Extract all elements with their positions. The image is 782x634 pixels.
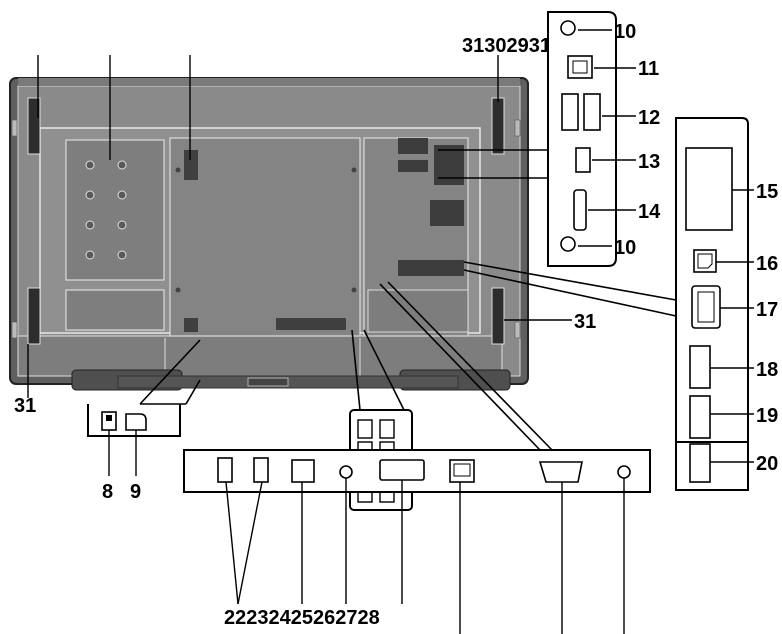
label-10-bottom: 10 bbox=[614, 237, 636, 259]
side-connector-panel bbox=[547, 11, 617, 267]
right-back-panel bbox=[363, 137, 469, 337]
label-31-right: 31 bbox=[574, 311, 596, 333]
top-leader-lines bbox=[37, 55, 499, 160]
label-16: 16 bbox=[756, 253, 778, 275]
label-13: 13 bbox=[638, 151, 660, 173]
label-14: 14 bbox=[638, 201, 661, 223]
label-18: 18 bbox=[756, 359, 778, 381]
label-12: 12 bbox=[638, 107, 660, 129]
label-8: 8 bbox=[102, 481, 113, 503]
label-11: 11 bbox=[638, 58, 659, 80]
label-31-left: 31 bbox=[14, 395, 36, 417]
label-22232425262728: 22232425262728 bbox=[224, 607, 380, 629]
label-20: 20 bbox=[756, 453, 778, 475]
vesa-mount-panel bbox=[65, 139, 165, 331]
label-17: 17 bbox=[756, 299, 778, 321]
label-19: 19 bbox=[756, 405, 778, 427]
label-10-top: 10 bbox=[614, 21, 636, 43]
right-connector-panel bbox=[675, 117, 749, 443]
center-back-panel bbox=[169, 137, 361, 337]
label-15: 15 bbox=[756, 181, 778, 203]
power-panel bbox=[87, 339, 201, 437]
label-9: 9 bbox=[130, 481, 141, 503]
label-31302931: 31302931 bbox=[462, 35, 551, 57]
